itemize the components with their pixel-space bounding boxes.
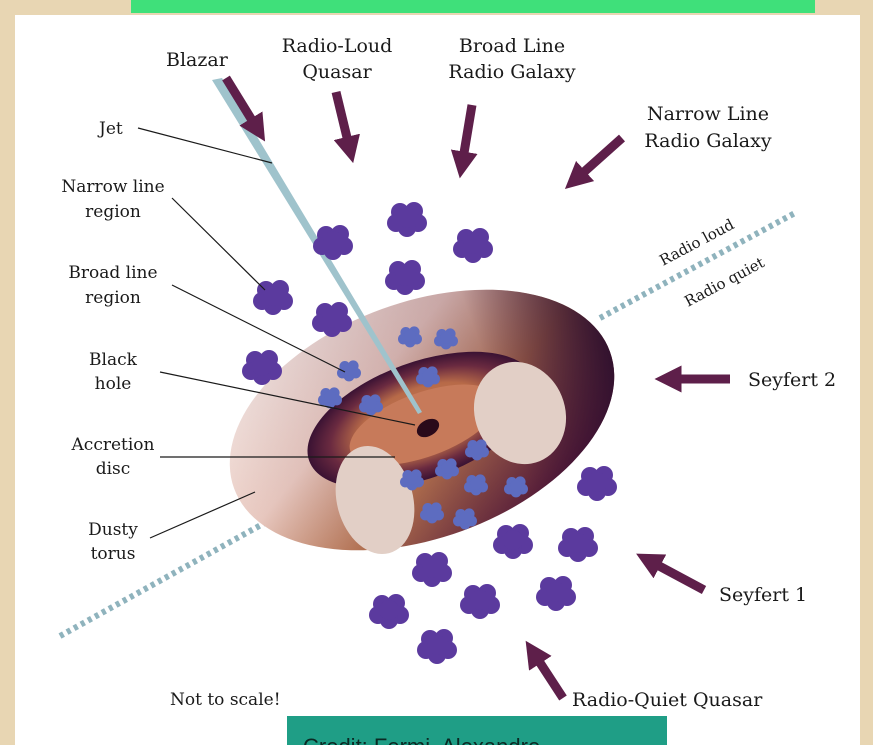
label-broad-line-radio-galaxy-line2: Radio Galaxy — [448, 61, 575, 83]
label-dusty-torus-line2: torus — [91, 544, 136, 564]
label-accretion-disc-line1: Accretion — [71, 435, 155, 455]
label-not-to-scale: Not to scale! — [170, 690, 281, 710]
label-radio-loud-quasar-line2: Quasar — [302, 61, 372, 83]
label-jet: Jet — [97, 119, 123, 139]
label-accretion-disc-line2: disc — [96, 459, 131, 479]
label-radio-loud-quasar-line1: Radio-Loud — [282, 35, 393, 57]
label-narrow-line-region-line1: Narrow line — [61, 177, 164, 197]
label-black-hole-line2: hole — [95, 374, 132, 394]
label-dusty-torus-line1: Dusty — [88, 520, 138, 540]
label-broad-line-radio-galaxy-line1: Broad Line — [459, 35, 565, 57]
credit-text: Credit: Fermi, Alexandre — [303, 734, 540, 745]
label-blazar: Blazar — [166, 49, 229, 71]
label-narrow-line-region-line2: region — [85, 202, 141, 222]
label-broad-line-region-line2: region — [85, 288, 141, 308]
label-seyfert-2: Seyfert 2 — [748, 369, 836, 391]
label-seyfert-1: Seyfert 1 — [719, 584, 807, 606]
label-narrow-line-radio-galaxy-line1: Narrow Line — [647, 103, 769, 125]
label-narrow-line-radio-galaxy-line2: Radio Galaxy — [644, 130, 771, 152]
credit-banner: Credit: Fermi, Alexandre — [287, 716, 667, 745]
label-radio-quiet-quasar: Radio-Quiet Quasar — [572, 689, 763, 711]
label-broad-line-region-line1: Broad line — [68, 263, 157, 283]
label-black-hole-line1: Black — [89, 350, 138, 370]
